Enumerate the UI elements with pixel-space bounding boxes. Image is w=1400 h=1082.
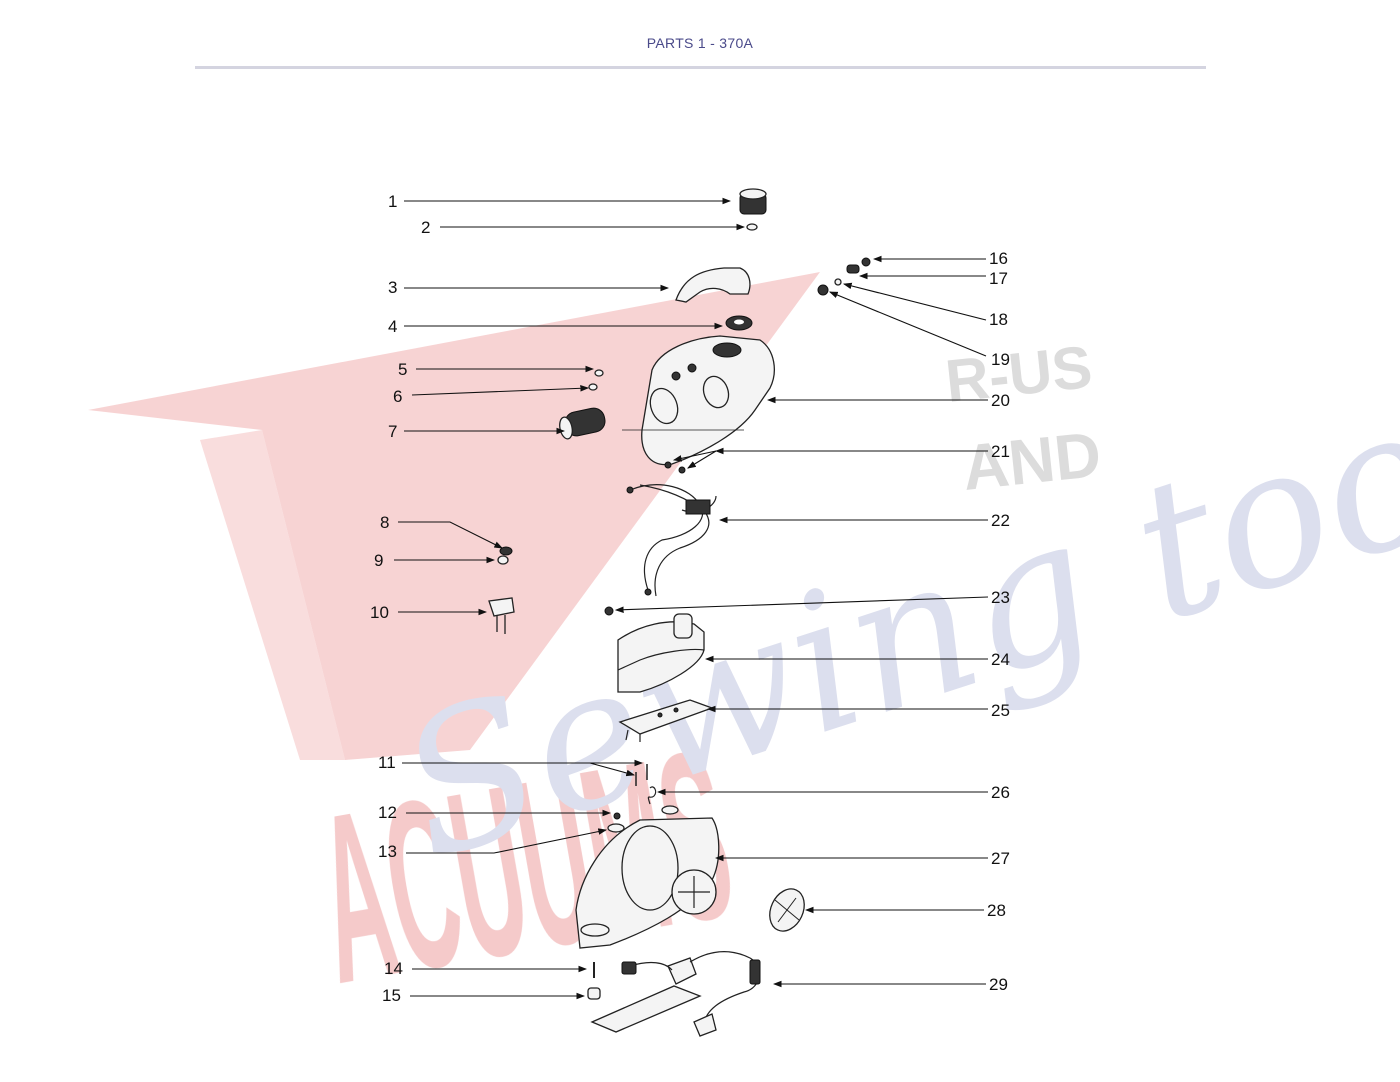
callout-9: 9 — [374, 551, 383, 570]
part-wiring-harness-icon — [626, 484, 717, 597]
header-divider — [195, 66, 1206, 69]
parts-drawings — [488, 188, 871, 1037]
page-title: PARTS 1 - 370A — [646, 35, 754, 51]
part-bit-12-icon — [613, 812, 621, 820]
callout-28: 28 — [987, 901, 1006, 920]
part-ring-icon — [725, 315, 753, 331]
callout-11: 11 — [378, 753, 396, 772]
callout-17: 17 — [989, 269, 1008, 288]
callout-12: 12 — [378, 803, 397, 822]
watermark-v-shape — [88, 272, 820, 760]
part-handle-icon — [675, 267, 751, 303]
part-base-body-icon — [575, 817, 720, 949]
callout-16: 16 — [989, 249, 1008, 268]
part-knob-icon — [739, 188, 767, 215]
part-bit-6-icon — [588, 383, 598, 391]
part-spring-icon — [647, 786, 657, 805]
part-nut-a-icon — [664, 461, 672, 469]
callout-6: 6 — [393, 387, 402, 406]
callout-26: 26 — [991, 783, 1010, 802]
callout-13: 13 — [378, 842, 397, 861]
callout-18: 18 — [989, 310, 1008, 329]
part-washer-small-icon — [746, 223, 758, 231]
part-ball-icon — [604, 606, 614, 616]
part-power-cord-icon — [590, 951, 761, 1037]
part-fittings-icon — [817, 257, 871, 296]
part-bit-9-icon — [497, 555, 509, 565]
callout-8: 8 — [380, 513, 389, 532]
callout-14: 14 — [384, 959, 403, 978]
part-fan-disc-icon — [769, 888, 805, 932]
callout-23: 23 — [991, 588, 1010, 607]
callout-1: 1 — [388, 192, 397, 211]
callout-21: 21 — [991, 442, 1010, 461]
callout-29: 29 — [989, 975, 1008, 994]
part-filter-roll-icon — [559, 407, 606, 440]
watermark-and-text: AND — [959, 418, 1104, 504]
part-bit-8-icon — [499, 546, 513, 556]
part-bit-13-icon — [607, 823, 625, 833]
callout-labels: 1 2 3 4 5 6 7 8 9 10 11 12 13 14 15 16 1… — [370, 192, 1010, 1005]
part-nut-b-icon — [678, 466, 686, 474]
callout-20: 20 — [991, 391, 1010, 410]
part-bit-26b-icon — [661, 805, 679, 815]
callout-19: 19 — [991, 350, 1010, 369]
callout-2: 2 — [421, 218, 430, 237]
part-water-tank-icon — [617, 613, 705, 693]
watermark-rus-text: R-US — [942, 333, 1095, 415]
callout-27: 27 — [991, 849, 1010, 868]
part-switch-icon — [488, 597, 515, 634]
callout-7: 7 — [388, 422, 397, 441]
part-top-housing-icon — [622, 335, 775, 466]
part-cap-icon — [587, 987, 601, 1000]
callout-3: 3 — [388, 278, 397, 297]
callout-10: 10 — [370, 603, 389, 622]
callout-22: 22 — [991, 511, 1010, 530]
callout-24: 24 — [991, 650, 1010, 669]
leader-lines — [394, 197, 989, 1000]
callout-4: 4 — [388, 317, 397, 336]
callout-15: 15 — [382, 986, 401, 1005]
callout-25: 25 — [991, 701, 1010, 720]
callout-5: 5 — [398, 360, 407, 379]
part-screws-icon — [635, 764, 648, 786]
part-bit-5-icon — [594, 369, 604, 377]
